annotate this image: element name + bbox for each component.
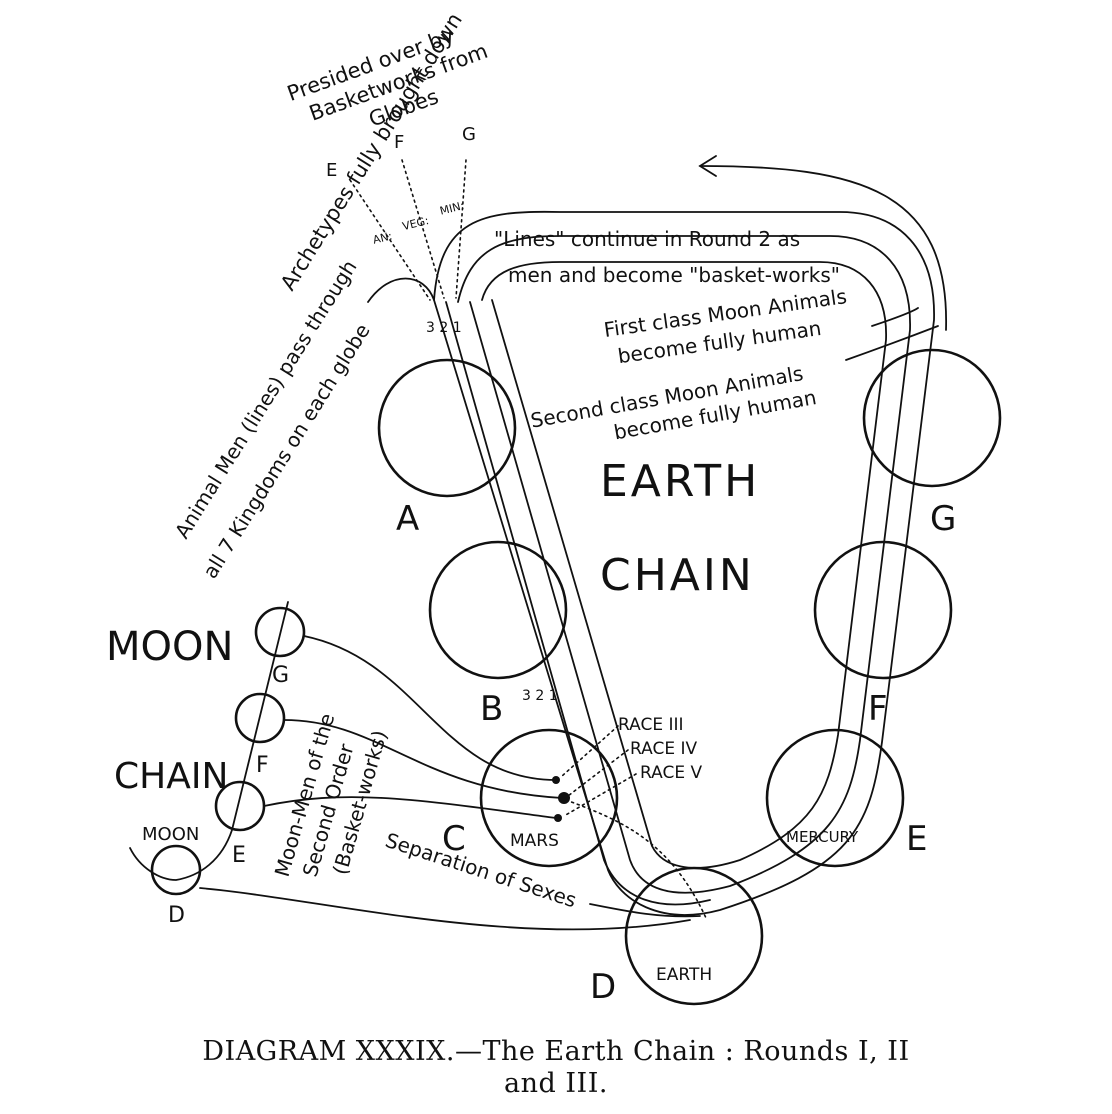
round-numbers-top: 3 2 1 bbox=[426, 320, 462, 336]
return-arrow-curve bbox=[699, 165, 947, 331]
globe-a-label: A bbox=[396, 499, 419, 539]
race-3-label: RACE III bbox=[618, 715, 684, 735]
moon-globe-f-circle bbox=[234, 692, 286, 744]
first-class-note: First class Moon Animals become fully hu… bbox=[602, 284, 848, 368]
caption-line-2: and III. bbox=[504, 1068, 608, 1099]
race-dotted-to-earth bbox=[565, 799, 707, 919]
globe-b-label: B bbox=[480, 689, 503, 729]
globe-c-circle bbox=[479, 728, 619, 868]
round-lane-2 bbox=[457, 235, 911, 894]
moon-chain-axis bbox=[129, 601, 289, 881]
globe-c-label: C bbox=[442, 819, 466, 859]
round-lane-outer bbox=[433, 210, 935, 916]
globe-e-circle bbox=[765, 728, 905, 868]
globe-a-circle bbox=[377, 358, 517, 498]
round-lane-3 bbox=[481, 261, 887, 869]
kingdom-labels: AN: VEG: MIN: bbox=[371, 199, 465, 247]
lines-continue-line1: "Lines" continue in Round 2 as bbox=[494, 227, 800, 251]
mars-label: MARS bbox=[510, 831, 559, 851]
migration-e bbox=[263, 796, 557, 819]
earth-chain-title-line2: CHAIN bbox=[600, 550, 755, 601]
moon-globe-e-label: E bbox=[232, 843, 246, 868]
earth-label: EARTH bbox=[656, 965, 712, 985]
globe-d-label: D bbox=[590, 967, 616, 1007]
kingdom-an: AN: bbox=[371, 229, 393, 246]
race-5-label: RACE V bbox=[640, 763, 702, 783]
kingdom-min: MIN: bbox=[438, 199, 465, 218]
moon-label: MOON bbox=[142, 824, 199, 845]
migration-f bbox=[283, 719, 563, 799]
globe-f-label: F bbox=[868, 689, 888, 729]
globe-g-circle bbox=[862, 348, 1002, 488]
migration-g bbox=[303, 635, 557, 781]
return-arrow-head bbox=[698, 155, 717, 177]
globe-letter-e: E bbox=[326, 160, 337, 181]
caption-line-1: DIAGRAM XXXIX.—The Earth Chain : Rounds … bbox=[202, 1036, 910, 1067]
race-dot-4 bbox=[558, 792, 570, 804]
entry-arc bbox=[367, 277, 435, 303]
second-class-note: Second class Moon Animals become fully h… bbox=[529, 361, 819, 444]
globe-b-circle bbox=[428, 540, 568, 680]
pointer-f bbox=[401, 159, 445, 299]
pointer-g bbox=[455, 159, 467, 299]
moon-globe-d-label: D bbox=[168, 903, 185, 928]
race-dot-3 bbox=[552, 776, 560, 784]
kingdom-veg: VEG: bbox=[401, 214, 430, 233]
separation-arrow bbox=[589, 903, 701, 918]
globe-f-circle bbox=[813, 540, 953, 680]
first-class-arrow bbox=[871, 307, 919, 327]
moon-globe-d-circle bbox=[150, 844, 202, 896]
mercury-label: MERCURY bbox=[786, 828, 859, 846]
moon-globe-g-label: G bbox=[272, 663, 289, 688]
moon-chain-title-line2: CHAIN bbox=[114, 756, 228, 797]
race-4-label: RACE IV bbox=[630, 739, 697, 759]
race-pointer-5 bbox=[563, 773, 637, 817]
lines-continue-line2: men and become "basket-works" bbox=[508, 263, 840, 287]
moon-chain-title-line1: MOON bbox=[106, 624, 233, 670]
migration-d bbox=[199, 887, 691, 931]
pointer-e bbox=[349, 179, 431, 301]
globe-letter-g: G bbox=[462, 124, 476, 145]
globe-g-label: G bbox=[930, 499, 956, 539]
moon-globe-g-circle bbox=[254, 606, 306, 658]
race-pointer-4 bbox=[567, 749, 629, 797]
earth-chain-title-line1: EARTH bbox=[600, 456, 760, 507]
round-lane-1 bbox=[445, 301, 711, 906]
second-class-arrow bbox=[845, 325, 939, 361]
globe-e-label: E bbox=[906, 819, 927, 859]
globe-letter-f: F bbox=[394, 132, 404, 153]
round-numbers-b: 3 2 1 bbox=[522, 688, 558, 704]
moon-globe-f-label: F bbox=[256, 753, 269, 778]
race-dot-5 bbox=[554, 814, 562, 822]
race-pointer-3 bbox=[561, 725, 619, 777]
